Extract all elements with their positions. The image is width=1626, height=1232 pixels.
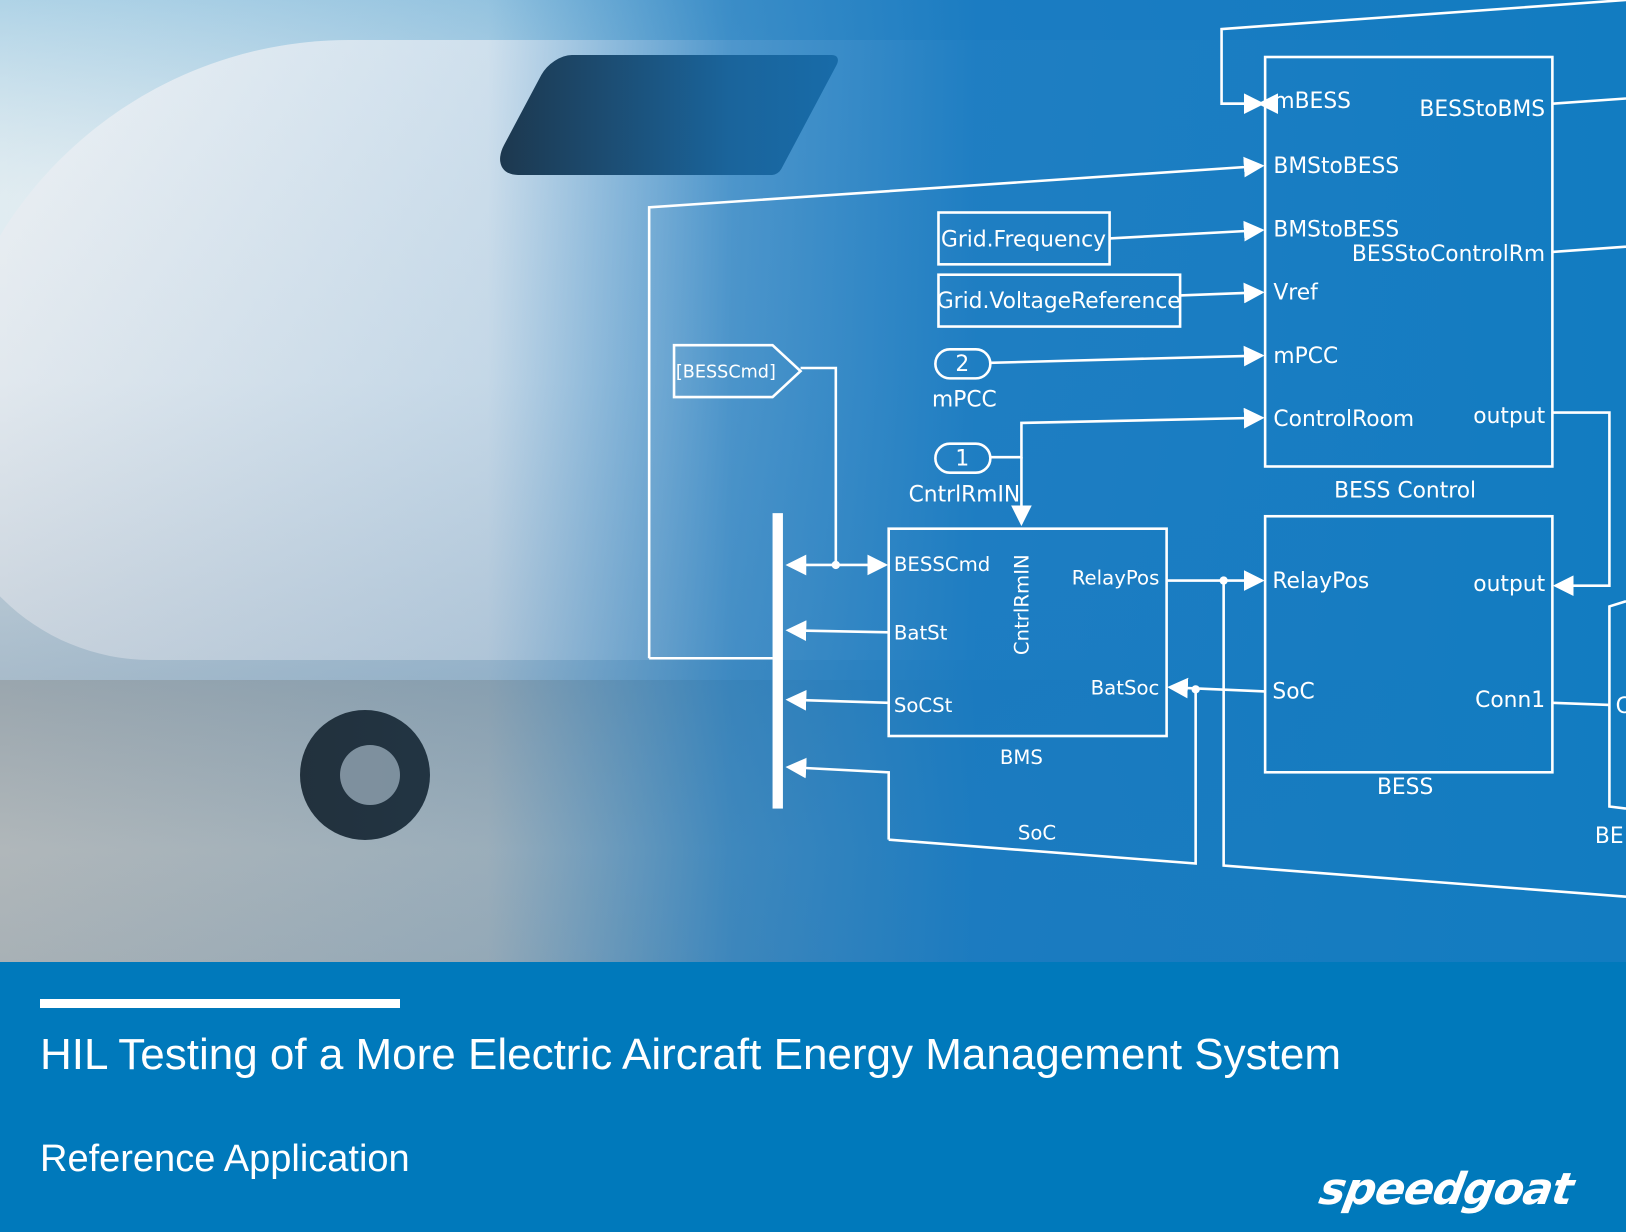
- port-bmstobess-2: BMStoBESS: [1273, 217, 1399, 242]
- inport-2: [934, 348, 992, 380]
- inport-2-number: 2: [955, 352, 969, 377]
- bess-control-block: [1263, 55, 1554, 468]
- bms-port-relaypos: RelayPos: [1072, 567, 1160, 590]
- port-output: output: [1473, 404, 1545, 429]
- page-subtitle: Reference Application: [40, 1138, 410, 1180]
- bess-port-conn1: Conn1: [1475, 688, 1545, 713]
- port-besstobms: BESStoBMS: [1419, 97, 1545, 122]
- simulink-diagram: mBESS BMStoBESS BMStoBESS Vref mPCC Cont…: [647, 0, 1626, 898]
- bess-label: BESS: [1377, 775, 1433, 800]
- port-mpcc: mPCC: [1273, 344, 1338, 369]
- grid-frequency-label: Grid.Frequency: [941, 228, 1106, 253]
- hero-image: mBESS BMStoBESS BMStoBESS Vref mPCC Cont…: [0, 0, 1626, 962]
- inport-1-label: CntrlRmIN: [909, 483, 1021, 508]
- port-mbess: mBESS: [1273, 89, 1351, 114]
- title-banner: HIL Testing of a More Electric Aircraft …: [0, 962, 1626, 1232]
- bms-port-besscmd: BESSCmd: [894, 553, 990, 576]
- bms-port-socst: SoCSt: [894, 694, 953, 717]
- accent-rule: [40, 999, 400, 1008]
- grid-frequency-block: [937, 211, 1111, 266]
- bess-port-output: output: [1473, 572, 1545, 597]
- goto-tag-block: [672, 343, 803, 399]
- port-besstocontrolrm: BESStoControlRm: [1352, 242, 1545, 267]
- grid-voltage-reference-block: [937, 273, 1182, 328]
- inport-2-label: mPCC: [932, 387, 997, 412]
- page-title: HIL Testing of a More Electric Aircraft …: [40, 1030, 1341, 1079]
- partial-block-port: C: [1616, 694, 1626, 719]
- bess-control-label: BESS Control: [1334, 479, 1476, 504]
- bess-port-soc: SoC: [1272, 680, 1314, 705]
- soc-signal-label: SoC: [1018, 822, 1056, 845]
- bms-port-batst: BatSt: [894, 622, 948, 645]
- blue-overlay: [0, 0, 1626, 962]
- bess-block: [1263, 514, 1554, 774]
- bms-port-cntrlrmin: CntrlRmIN: [1011, 554, 1034, 655]
- grid-voltage-reference-label: Grid.VoltageReference: [937, 289, 1181, 314]
- inport-1: [934, 442, 992, 475]
- goto-tag-label: [BESSCmd]: [676, 362, 776, 382]
- partial-block-label: BE: [1595, 824, 1624, 849]
- inport-1-number: 1: [955, 446, 969, 471]
- bms-label: BMS: [1000, 746, 1043, 769]
- port-bmstobess-1: BMStoBESS: [1273, 154, 1399, 179]
- port-vref: Vref: [1273, 281, 1319, 306]
- port-controlroom: ControlRoom: [1273, 407, 1414, 432]
- bms-port-batsoc: BatSoc: [1091, 677, 1160, 700]
- bus-bar: [772, 513, 783, 809]
- speedgoat-logo: speedgoat: [1315, 1164, 1577, 1215]
- bess-port-relaypos: RelayPos: [1272, 569, 1369, 594]
